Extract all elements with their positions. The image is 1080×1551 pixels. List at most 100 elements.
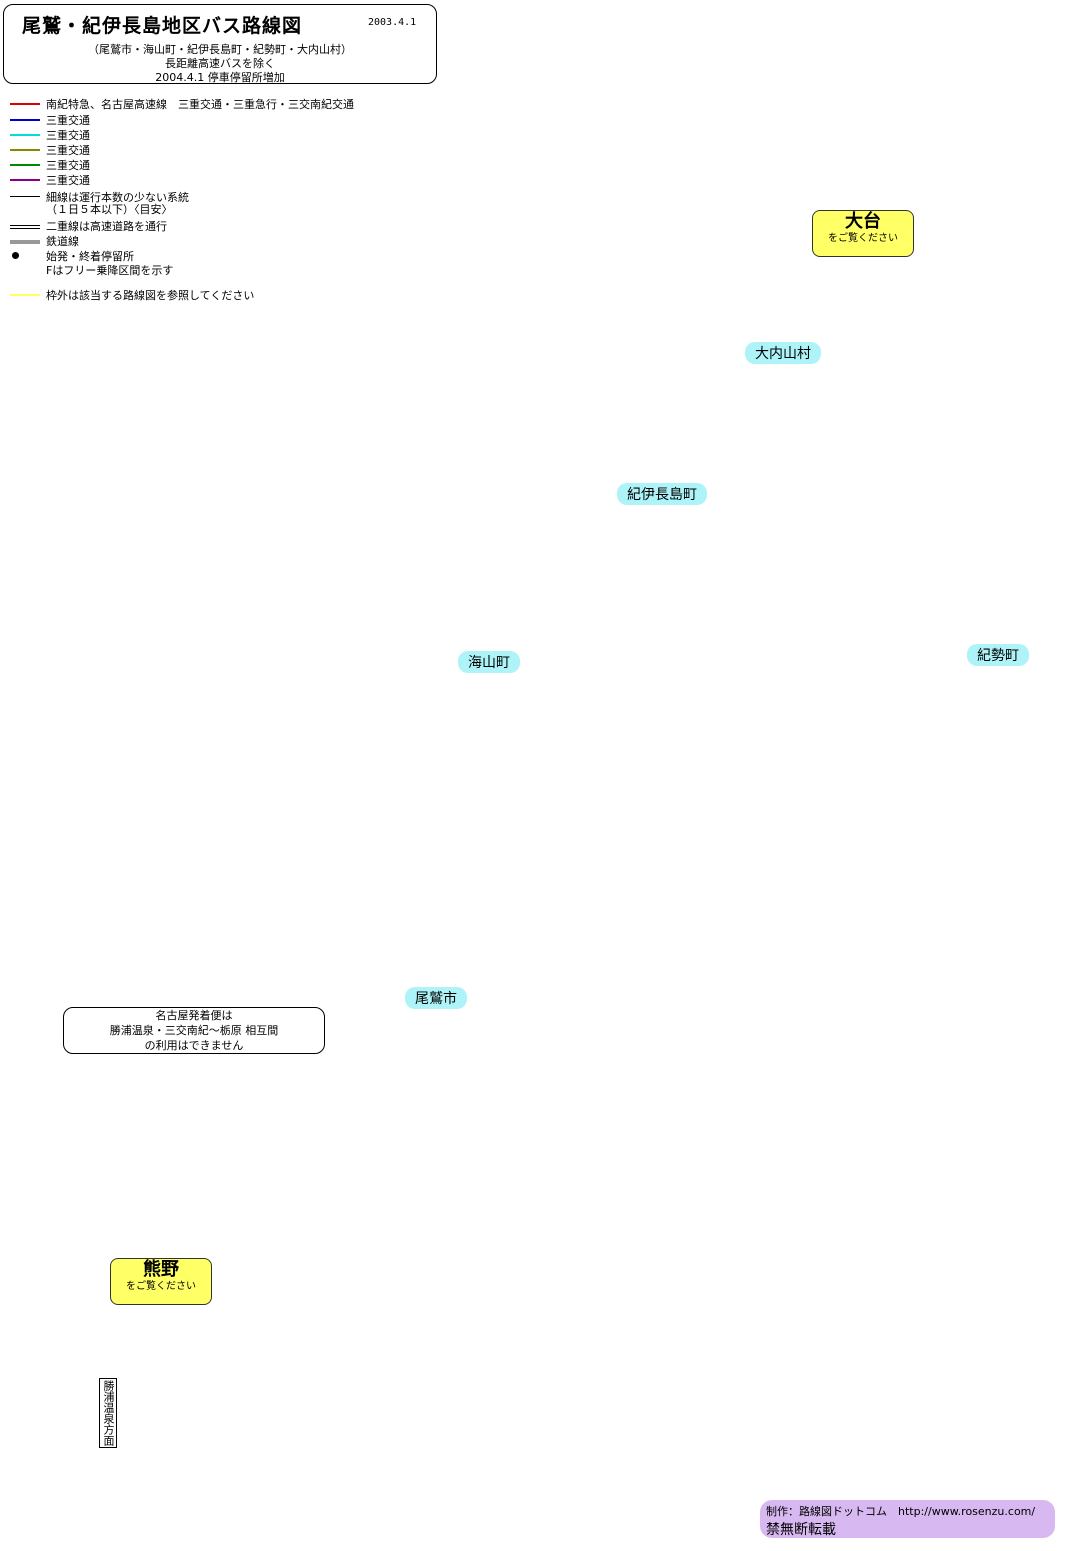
stop-marker[interactable] (959, 182, 967, 190)
stop-marker[interactable] (442, 753, 450, 761)
stop-marker[interactable] (692, 986, 700, 994)
stop-marker[interactable] (756, 520, 764, 528)
stop-marker[interactable] (636, 360, 644, 368)
stop-marker[interactable] (251, 1453, 259, 1461)
stop-marker[interactable] (529, 852, 537, 860)
stop-marker[interactable] (272, 1367, 280, 1375)
stop-marker[interactable] (531, 1128, 539, 1136)
stop-marker[interactable] (542, 684, 550, 692)
stop-marker[interactable] (482, 550, 490, 558)
stop-marker[interactable] (574, 600, 582, 608)
stop-marker[interactable] (959, 197, 967, 205)
stop-marker[interactable] (959, 242, 967, 250)
stop-marker[interactable] (478, 684, 486, 692)
stop-marker[interactable] (514, 1378, 522, 1386)
stop-marker[interactable] (636, 540, 644, 548)
stop-marker[interactable] (614, 1173, 622, 1181)
stop-marker[interactable] (598, 1387, 606, 1395)
stop-marker[interactable] (153, 1358, 161, 1366)
stop-marker[interactable] (259, 858, 267, 866)
stop-marker[interactable] (907, 690, 915, 698)
stop-marker[interactable] (272, 1352, 280, 1360)
stop-marker[interactable] (560, 1378, 568, 1386)
stop-marker[interactable] (712, 1106, 720, 1114)
stop-marker[interactable] (756, 460, 764, 468)
stop-marker[interactable] (628, 653, 636, 661)
stop-marker[interactable] (529, 868, 537, 876)
stop-marker[interactable] (716, 60, 724, 68)
stop-marker[interactable] (529, 896, 537, 904)
stop-marker[interactable] (616, 360, 624, 368)
stop-marker[interactable] (913, 82, 921, 90)
reference-kumano[interactable]: 熊野 をご覧ください (110, 1258, 212, 1305)
stop-marker[interactable] (572, 684, 580, 692)
stop-marker[interactable] (294, 846, 302, 854)
stop-marker[interactable] (449, 859, 457, 867)
stop-marker[interactable] (700, 538, 708, 546)
stop-marker[interactable] (272, 1413, 280, 1421)
stop-marker[interactable] (522, 1173, 530, 1181)
stop-marker[interactable] (794, 524, 802, 532)
stop-marker[interactable] (551, 1252, 559, 1260)
stop-marker[interactable] (606, 721, 614, 729)
stop-marker[interactable] (504, 550, 512, 558)
stop-marker[interactable] (437, 910, 445, 918)
stop-marker[interactable] (794, 509, 802, 517)
stop-marker[interactable] (899, 4, 907, 12)
stop-marker[interactable] (309, 689, 317, 697)
stop-marker[interactable] (529, 882, 537, 890)
stop-marker[interactable] (959, 227, 967, 235)
stop-marker[interactable] (309, 804, 317, 812)
stop-marker[interactable] (234, 1458, 242, 1466)
stop-marker[interactable] (645, 1054, 653, 1062)
stop-marker[interactable] (646, 360, 654, 368)
stop-marker[interactable] (794, 622, 802, 630)
stop-marker[interactable] (915, 4, 923, 12)
stop-marker[interactable] (526, 550, 534, 558)
stop-marker[interactable] (524, 898, 532, 906)
stop-marker[interactable] (586, 1173, 594, 1181)
stop-marker[interactable] (436, 503, 444, 511)
stop-marker[interactable] (959, 258, 967, 266)
stop-marker[interactable] (272, 1307, 280, 1315)
stop-marker[interactable] (526, 684, 534, 692)
stop-marker[interactable] (598, 1420, 606, 1428)
stop-marker[interactable] (791, 4, 799, 12)
stop-marker[interactable] (698, 1086, 706, 1094)
stop-marker[interactable] (656, 550, 664, 558)
stop-marker[interactable] (470, 788, 478, 796)
stop-marker[interactable] (662, 360, 670, 368)
stop-marker[interactable] (945, 4, 953, 12)
stop-marker[interactable] (626, 934, 634, 942)
stop-marker[interactable] (551, 1322, 559, 1330)
stop-marker[interactable] (556, 684, 564, 692)
stop-marker[interactable] (272, 1322, 280, 1330)
stop-marker[interactable] (272, 1383, 280, 1391)
stop-marker[interactable] (981, 4, 989, 12)
stop-marker[interactable] (492, 1366, 500, 1374)
stop-marker[interactable] (414, 550, 422, 558)
stop-marker[interactable] (249, 714, 257, 722)
stop-marker[interactable] (484, 963, 492, 971)
stop-marker[interactable] (606, 752, 614, 760)
stop-marker[interactable] (424, 965, 432, 973)
stop-marker[interactable] (706, 1173, 714, 1181)
stop-marker[interactable] (786, 678, 794, 686)
stop-marker[interactable] (724, 400, 732, 408)
stop-marker[interactable] (710, 400, 718, 408)
stop-marker[interactable] (660, 976, 668, 984)
stop-marker[interactable] (734, 530, 742, 538)
stop-marker[interactable] (688, 520, 696, 528)
stop-marker[interactable] (628, 1173, 636, 1181)
stop-marker[interactable] (691, 1173, 699, 1181)
stop-marker[interactable] (1029, 40, 1037, 48)
stop-marker[interactable] (500, 773, 508, 781)
reference-odai[interactable]: 大台 をご覧ください (812, 210, 914, 257)
stop-marker[interactable] (461, 520, 469, 528)
stop-marker[interactable] (883, 4, 891, 12)
stop-marker[interactable] (219, 1458, 227, 1466)
stop-marker[interactable] (192, 1363, 200, 1371)
stop-marker[interactable] (334, 736, 342, 744)
stop-marker[interactable] (674, 550, 682, 558)
stop-marker[interactable] (740, 440, 748, 448)
